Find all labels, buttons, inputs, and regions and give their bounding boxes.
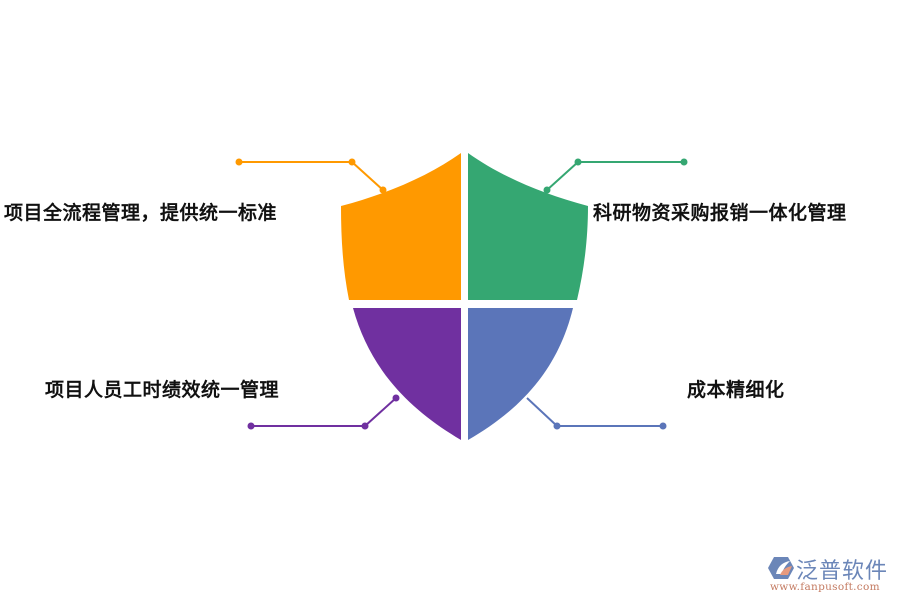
shield-quadrant-bottom-left — [353, 308, 461, 440]
fanpu-logo-icon — [768, 557, 794, 579]
label-bottom-right: 成本精细化 — [687, 379, 785, 401]
connector-bottom-right — [526, 397, 667, 430]
shield-quadrant-top-left — [341, 153, 461, 300]
shield-quadrant-bottom-right — [468, 308, 573, 440]
connector-top-right — [543, 158, 688, 194]
watermark-brand: 泛普软件 — [796, 559, 889, 584]
watermark-url: www.fanpusoft.com — [770, 581, 880, 593]
connector-top-left — [235, 158, 387, 194]
label-bottom-left: 项目人员工时绩效统一管理 — [45, 379, 280, 401]
connector-bottom-left — [247, 394, 400, 430]
watermark-logo: 泛普软件 www.fanpusoft.com — [768, 553, 896, 593]
shield-quadrant-top-right — [468, 153, 588, 300]
label-top-left: 项目全流程管理，提供统一标准 — [4, 202, 278, 224]
label-top-right: 科研物资采购报销一体化管理 — [593, 202, 847, 224]
